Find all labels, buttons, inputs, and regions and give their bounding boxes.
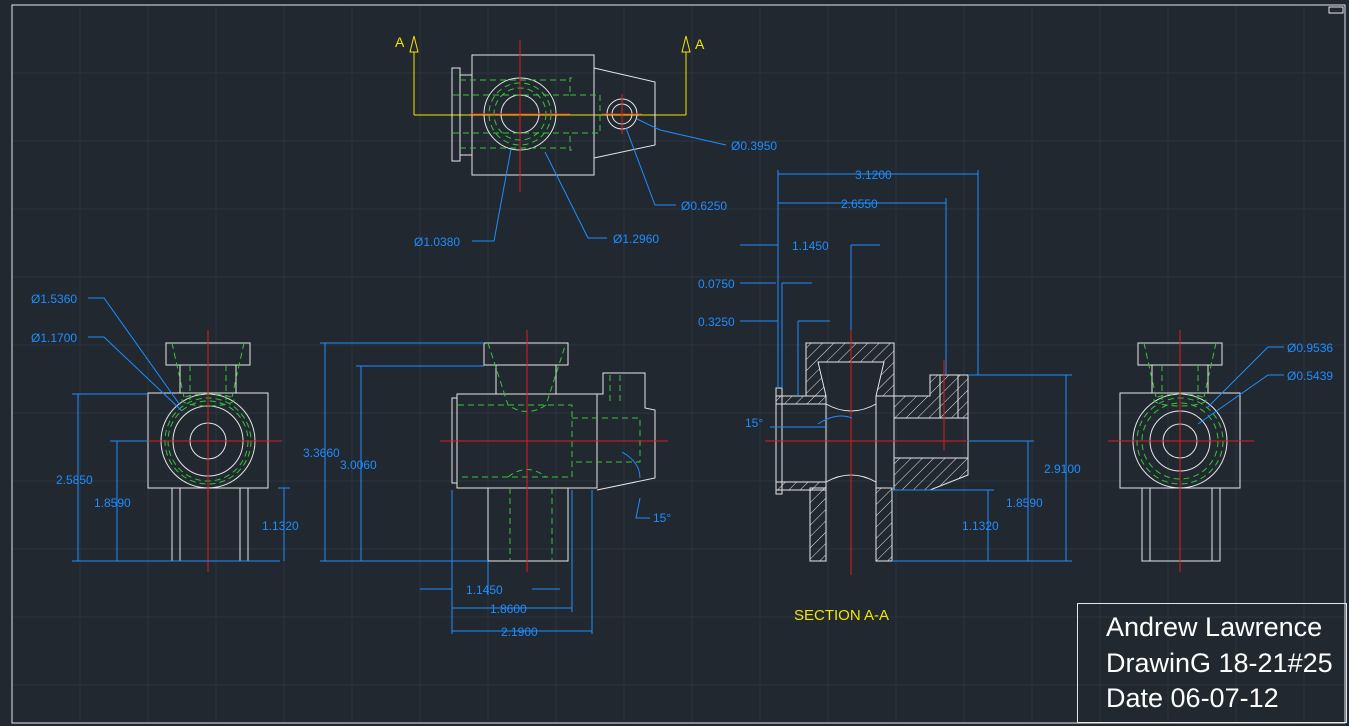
dim-top-d03950: Ø0.3950 (731, 139, 777, 153)
dim-sec-26550: 2.6550 (841, 197, 878, 211)
section-view (740, 170, 1072, 575)
dim-left-18590: 1.8590 (94, 496, 131, 510)
dim-front-18600: 1.8600 (490, 602, 527, 616)
drawing-number: DrawinG 18-21#25 (1106, 648, 1333, 678)
dim-front-30060: 3.0060 (340, 458, 377, 472)
dim-sec-00750: 0.0750 (698, 277, 735, 291)
dim-top-d06250: Ø0.6250 (681, 199, 727, 213)
author-name: Andrew Lawrence (1106, 612, 1323, 642)
dim-sec-11320: 1.1320 (962, 519, 999, 533)
section-cut-line (409, 35, 691, 116)
dim-right-d05439: Ø0.5439 (1287, 369, 1333, 383)
dim-top-d10380: Ø1.0380 (414, 235, 460, 249)
dim-sec-31200: 3.1200 (855, 168, 892, 182)
top-view: A A (395, 34, 727, 242)
right-view (1108, 330, 1284, 572)
dim-sec-15deg: 15° (745, 416, 763, 430)
dim-sec-29100: 2.9100 (1044, 462, 1081, 476)
background-grid (11, 4, 1345, 723)
section-marker-left: A (395, 34, 405, 50)
drawing-date: Date 06-07-12 (1106, 683, 1279, 713)
section-marker-right: A (695, 36, 705, 52)
dim-front-21900: 2.1900 (501, 625, 538, 639)
dim-left-d15360: Ø1.5360 (31, 292, 77, 306)
dim-left-11320: 1.1320 (262, 519, 299, 533)
dim-front-15deg: 15° (653, 511, 671, 525)
dim-front-33660: 3.3660 (303, 446, 340, 460)
dim-left-25850: 2.5850 (56, 473, 93, 487)
viewport-corner-marker (1328, 6, 1344, 14)
dim-sec-18590: 1.8590 (1006, 496, 1043, 510)
dim-right-d09536: Ø0.9536 (1287, 341, 1333, 355)
drawing-border (11, 4, 1346, 724)
dim-sec-11450: 1.1450 (792, 239, 829, 253)
title-block: Andrew Lawrence DrawinG 18-21#25 Date 06… (1077, 603, 1347, 723)
dim-sec-03250: 0.3250 (698, 315, 735, 329)
dim-left-d11700: Ø1.1700 (31, 331, 77, 345)
dim-front-11450: 1.1450 (466, 583, 503, 597)
left-view (72, 297, 290, 572)
section-title: SECTION A-A (794, 607, 889, 624)
dim-top-d12960: Ø1.2960 (613, 232, 659, 246)
front-view (320, 330, 668, 634)
